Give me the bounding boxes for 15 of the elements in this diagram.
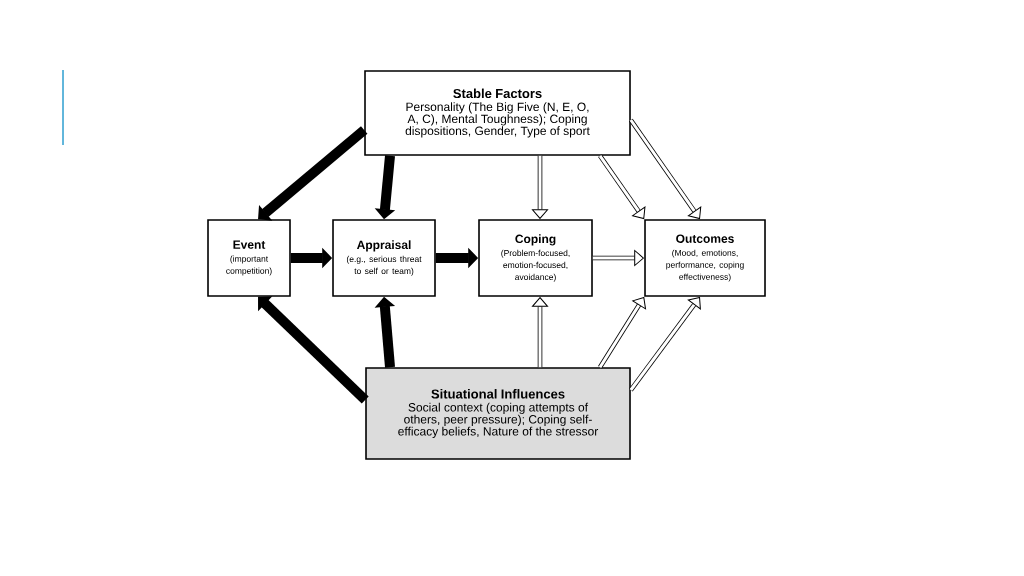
block-arrow [628, 118, 702, 220]
block-arrow [592, 250, 644, 266]
block-arrow [628, 296, 701, 392]
block-arrow [598, 296, 647, 369]
process-box: Coping (Problem-focused, emotion-focused, avoidance) [478, 219, 593, 297]
factor-box: Stable Factors Personality (The Big Five (N, E, O, A, C), Mental Toughness); Coping dispositions, Gender, Type of sport [364, 70, 631, 156]
process-box: Appraisal (e.g., serious threat to self or team) [332, 219, 436, 297]
block-arrow [598, 154, 646, 220]
process-box: Event (important competition) [207, 219, 291, 297]
factor-box: Situational Influences Social context (coping attempts of others, peer pressure); Coping self-efficacy beliefs, Nature of the stressor [365, 367, 631, 460]
block-arrow [532, 297, 549, 368]
block-arrow [258, 296, 369, 404]
process-box: Outcomes (Mood, emotions, performance, coping effectiveness) [644, 219, 766, 297]
block-arrow [532, 155, 549, 219]
block-arrow [258, 126, 368, 221]
